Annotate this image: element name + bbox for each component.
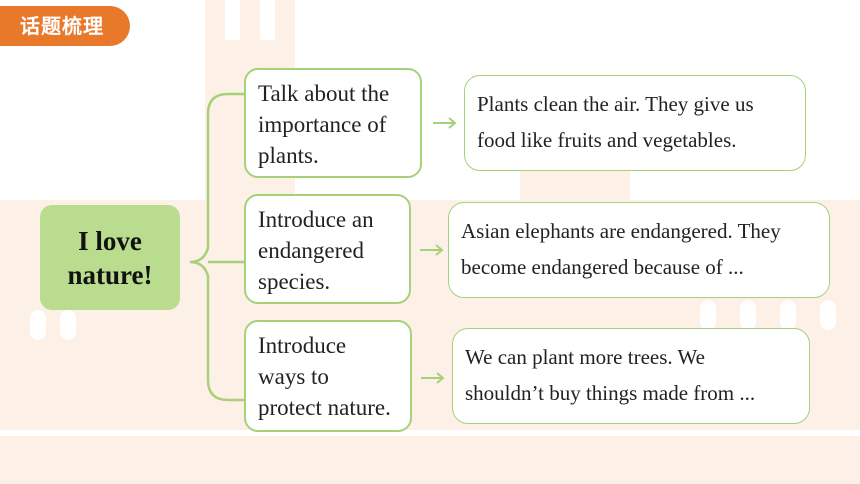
arrow-right-icon — [421, 372, 445, 384]
example-line: Asian elephants are endangered. They — [461, 219, 781, 243]
topic-line: Talk about the — [258, 81, 390, 106]
topic-line: importance of — [258, 112, 387, 137]
central-node: I love nature! — [40, 205, 180, 310]
topic-line: ways to — [258, 364, 329, 389]
brace-connector — [189, 92, 246, 402]
topic-line: endangered — [258, 238, 364, 263]
example-line: food like fruits and vegetables. — [477, 128, 737, 152]
example-box-elephants: Asian elephants are endangered. They bec… — [448, 202, 830, 298]
arrow-right-icon — [433, 117, 457, 129]
example-box-plants: Plants clean the air. They give us food … — [464, 75, 806, 171]
central-node-line-1: I love — [78, 225, 142, 256]
topic-tag: 话题梳理 — [0, 6, 130, 46]
example-line: Plants clean the air. They give us — [477, 92, 754, 116]
topic-box-protect-nature: Introduce ways to protect nature. — [244, 320, 412, 432]
topic-box-plants: Talk about the importance of plants. — [244, 68, 422, 178]
topic-line: Introduce — [258, 333, 347, 358]
topic-line: species. — [258, 269, 331, 294]
topic-line: protect nature. — [258, 395, 391, 420]
topic-box-endangered-species: Introduce an endangered species. — [244, 194, 411, 304]
topic-line: plants. — [258, 143, 319, 168]
example-line: become endangered because of ... — [461, 255, 744, 279]
example-line: We can plant more trees. We — [465, 345, 705, 369]
example-line: shouldn’t buy things made from ... — [465, 381, 756, 405]
central-node-line-2: nature! — [67, 259, 153, 290]
example-box-trees: We can plant more trees. We shouldn’t bu… — [452, 328, 810, 424]
arrow-right-icon — [420, 244, 444, 256]
topic-line: Introduce an — [258, 207, 374, 232]
